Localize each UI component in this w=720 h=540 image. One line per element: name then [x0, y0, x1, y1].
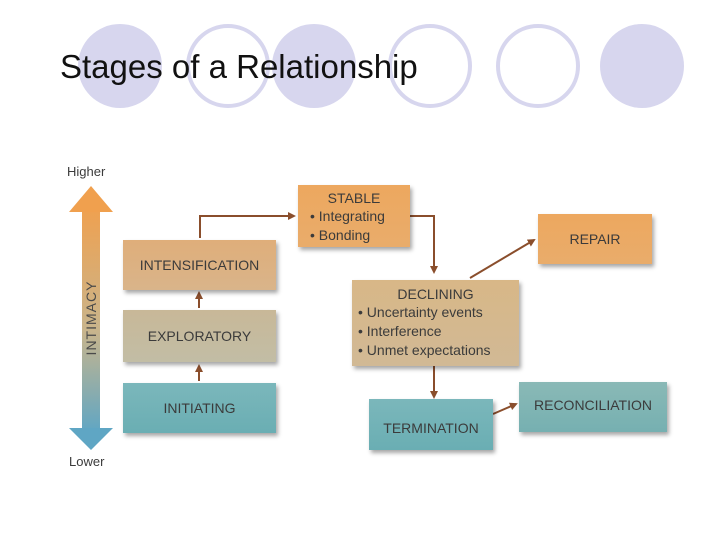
- axis-lower-label: Lower: [69, 454, 105, 469]
- stable-item: Integrating: [310, 207, 410, 226]
- decor-circle: [186, 24, 270, 108]
- stage-initiating-label: INITIATING: [163, 400, 236, 416]
- stage-stable: STABLE Integrating Bonding: [298, 185, 410, 247]
- stage-exploratory-label: EXPLORATORY: [147, 328, 252, 344]
- stage-declining-list: Uncertainty events Interference Unmet ex…: [358, 303, 519, 360]
- declining-item: Uncertainty events: [358, 303, 519, 322]
- stable-item: Bonding: [310, 226, 410, 245]
- arrow-stable-to-declining: [410, 215, 438, 274]
- stage-reconciliation-label: RECONCILIATION: [534, 397, 652, 413]
- decor-circle: [388, 24, 472, 108]
- stage-termination-label: TERMINATION: [383, 419, 479, 436]
- stage-stable-title: STABLE: [327, 190, 381, 206]
- arrow-termination-to-reconciliation: [492, 402, 518, 415]
- decor-circle: [272, 24, 356, 108]
- slide-title: Stages of a Relationship: [60, 48, 418, 85]
- stage-declining-title: DECLINING: [397, 286, 474, 302]
- stage-intensification: INTENSIFICATION: [123, 240, 276, 290]
- intimacy-axis-arrow: [69, 186, 113, 450]
- decor-circle: [496, 24, 580, 108]
- stage-declining: DECLINING Uncertainty events Interferenc…: [352, 280, 519, 366]
- stage-repair: REPAIR: [538, 214, 652, 264]
- stage-repair-label: REPAIR: [569, 231, 621, 247]
- arrow-intensification-to-stable: [199, 212, 296, 238]
- decor-circle: [600, 24, 684, 108]
- arrow-declining-to-repair: [469, 238, 536, 279]
- declining-item: Unmet expectations: [358, 341, 519, 360]
- declining-item: Interference: [358, 322, 519, 341]
- stage-stable-list: Integrating Bonding: [310, 207, 410, 245]
- stage-reconciliation: RECONCILIATION: [519, 382, 667, 432]
- axis-intimacy-label: INTIMACY: [83, 280, 99, 356]
- stage-intensification-label: INTENSIFICATION: [139, 257, 260, 273]
- stage-initiating: INITIATING: [123, 383, 276, 433]
- stage-termination: TERMINATION: [369, 399, 493, 450]
- stage-exploratory: EXPLORATORY: [123, 310, 276, 362]
- decor-circle: [78, 24, 162, 108]
- axis-higher-label: Higher: [67, 164, 106, 179]
